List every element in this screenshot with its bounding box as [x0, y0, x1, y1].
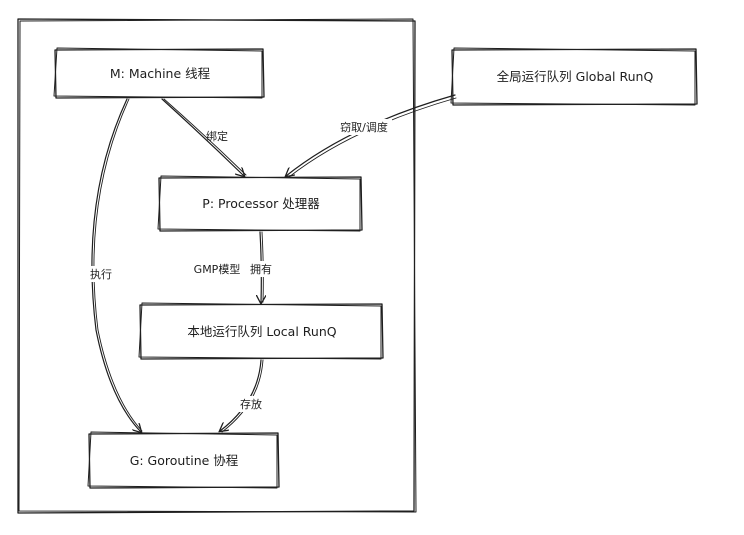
- edge-bind: 绑定: [161, 98, 247, 176]
- global-runq-label: 全局运行队列 Global RunQ: [497, 69, 654, 84]
- edge-execute-label: 执行: [90, 267, 112, 281]
- edge-gmp-model-label: GMP模型: [194, 262, 241, 276]
- global-runq-node: 全局运行队列 Global RunQ: [450, 47, 698, 106]
- edge-store: 存放: [220, 359, 266, 433]
- edge-bind-label: 绑定: [206, 129, 228, 143]
- edge-own: GMP模型 拥有: [190, 231, 278, 303]
- machine-label: M: Machine 线程: [110, 66, 211, 81]
- machine-node: M: Machine 线程: [53, 47, 265, 99]
- goroutine-node: G: Goroutine 协程: [87, 431, 280, 489]
- goroutine-label: G: Goroutine 协程: [130, 453, 239, 468]
- processor-node: P: Processor 处理器: [157, 175, 363, 232]
- edge-steal-schedule-label: 窃取/调度: [340, 120, 388, 134]
- processor-label: P: Processor 处理器: [202, 196, 320, 211]
- edge-own-label: 拥有: [250, 262, 272, 276]
- edge-store-label: 存放: [240, 397, 262, 411]
- edge-steal-schedule: 窃取/调度: [286, 94, 457, 177]
- local-runq-node: 本地运行队列 Local RunQ: [138, 302, 384, 360]
- outer-frame: [17, 18, 417, 514]
- edge-execute: 执行: [88, 98, 142, 432]
- local-runq-label: 本地运行队列 Local RunQ: [187, 324, 336, 339]
